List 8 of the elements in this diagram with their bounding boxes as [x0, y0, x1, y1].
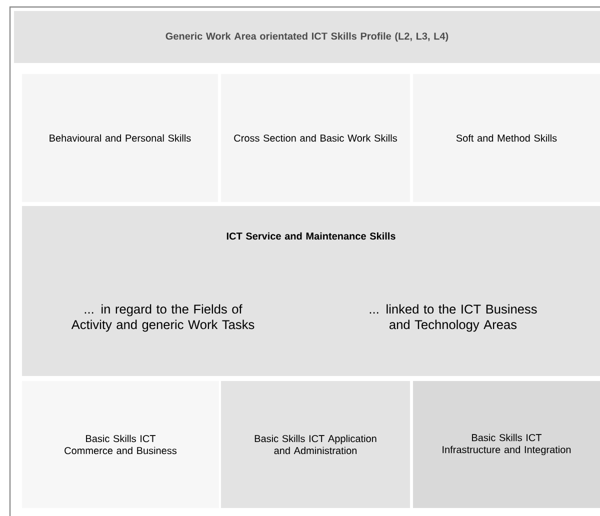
skill-box: Basic Skills ICT Infrastructure and Integration	[413, 381, 600, 508]
header-bar: Generic Work Area orientated ICT Skills Profile (L2, L3, L4)	[14, 11, 600, 63]
skill-box: Behavioural and Personal Skills	[22, 74, 218, 202]
skill-box: Cross Section and Basic Work Skills	[221, 74, 410, 202]
skill-box: Basic Skills ICT Commerce and Business	[22, 381, 219, 508]
skill-box: Basic Skills ICT Application and Administration	[221, 381, 410, 508]
skill-box: Soft and Method Skills	[413, 74, 600, 202]
skills-band: ICT Service and Maintenance Skills ... in regard to the Fields of Activity and generic Work Tasks ... linked to the ICT Business and Technology Areas	[22, 206, 600, 376]
